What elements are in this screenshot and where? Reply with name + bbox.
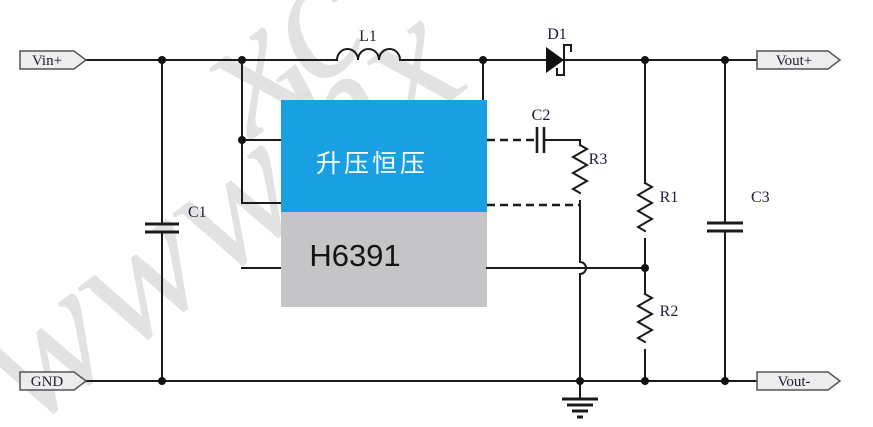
port-vout-minus: Vout- [756, 371, 842, 391]
capacitor-C1-label: C1 [188, 204, 207, 221]
capacitor-C1: C1 [145, 204, 207, 234]
port-vout-plus-label: Vout+ [776, 53, 813, 69]
inductor-L1-label: L1 [359, 28, 377, 45]
comp-wire [543, 139, 581, 146]
resistor-R3-zigzag [570, 143, 590, 195]
chip-function-area [281, 100, 487, 212]
port-vout-minus-label: Vout- [777, 374, 810, 390]
junction-dots [158, 56, 729, 385]
resistor-R2: R2 [635, 292, 679, 382]
ground-bars [562, 397, 598, 419]
resistor-R1: R1 [635, 59, 679, 295]
diode-D1-label: D1 [547, 26, 567, 43]
inductor-L1: L1 [335, 28, 402, 62]
capacitor-C3-label: C3 [751, 189, 770, 206]
port-gnd: GND [19, 371, 88, 391]
port-vout-plus: Vout+ [756, 50, 842, 70]
ground-symbol [562, 380, 598, 419]
port-vout-minus-shape [756, 371, 842, 391]
port-vin-plus: Vin+ [19, 50, 88, 70]
chip-function-label: 升压恒压 [316, 150, 428, 178]
port-vin-plus-label: Vin+ [32, 53, 62, 69]
capacitor-C3-plates [707, 221, 743, 233]
capacitor-C2-plates [535, 127, 546, 153]
port-vout-plus-shape [756, 50, 842, 70]
chip-part-number: H6391 [309, 238, 400, 273]
capacitor-C3: C3 [707, 59, 770, 382]
port-gnd-label: GND [31, 374, 64, 390]
chip-left-pin-wires [241, 59, 282, 269]
resistor-R1-zigzag [635, 181, 655, 233]
capacitor-C1-plates [145, 222, 179, 234]
resistor-R3: R3 [487, 143, 608, 382]
chip-h6391: 升压恒压 H6391 [281, 100, 487, 307]
resistor-R2-zigzag [635, 292, 655, 344]
resistor-R1-label: R1 [660, 189, 679, 206]
inductor-L1-coils [335, 48, 402, 62]
capacitor-C2: C2 [487, 107, 581, 153]
resistor-R3-label: R3 [589, 151, 608, 168]
port-vin-plus-shape [19, 50, 88, 70]
diode-D1-triangle [546, 47, 564, 73]
resistor-R2-label: R2 [660, 303, 679, 320]
diode-D1-schottky-hooks [556, 44, 572, 76]
diode-D1: D1 [546, 26, 572, 76]
capacitor-C2-label: C2 [532, 107, 551, 124]
chip-label-area [281, 212, 487, 307]
port-gnd-shape [19, 371, 88, 391]
